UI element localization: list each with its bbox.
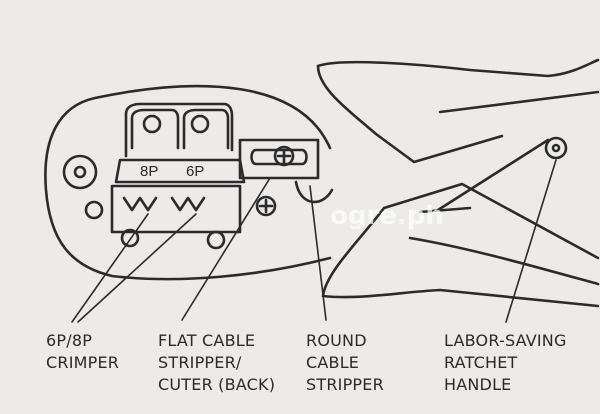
pivot-hole	[62, 154, 98, 190]
callout-ratchet-line-2: RATCHET	[444, 353, 518, 372]
die-label-band	[114, 158, 246, 184]
flat-stripper-blade	[238, 138, 320, 180]
round-stripper-notch	[294, 180, 334, 204]
flat-stripper-slot	[250, 148, 308, 166]
ratchet-spring	[418, 206, 472, 214]
die-teeth	[122, 196, 206, 212]
lower-handle-grip	[408, 236, 600, 286]
die-left-window	[130, 108, 180, 150]
die-label-8p: 8P	[140, 163, 158, 180]
callout-ratchet-line-3: HANDLE	[444, 375, 512, 394]
callout-crimper-line-1: 6P/8P	[46, 331, 93, 350]
screw-lower	[255, 195, 277, 217]
upper-handle	[316, 58, 600, 164]
die-right-window	[182, 108, 230, 150]
ratchet-pivot	[544, 136, 568, 160]
lower-handle	[321, 182, 600, 308]
ratchet-arm	[436, 138, 550, 212]
callout-flat-line-1: FLAT CABLE	[158, 331, 256, 350]
callout-flat-cable-stripper: FLAT CABLE STRIPPER/ CUTER (BACK)	[158, 330, 275, 396]
die-label-6p: 6P	[186, 163, 204, 180]
callout-round-line-2: CABLE	[306, 353, 360, 372]
callout-round-cable-stripper: ROUND CABLE STRIPPER	[306, 330, 384, 396]
die-lower-block	[110, 184, 242, 234]
die-top-block	[124, 102, 234, 158]
leader-crimper	[71, 213, 197, 323]
leader-flat-stripper	[181, 177, 271, 321]
upper-handle-grip	[438, 90, 600, 114]
leader-round-stripper	[309, 185, 327, 321]
callout-crimper: 6P/8P CRIMPER	[46, 330, 119, 374]
screw-upper	[273, 145, 295, 167]
watermark: ogre.ph	[330, 201, 444, 231]
callout-ratchet-line-1: LABOR-SAVING	[444, 331, 567, 350]
tool-head-outline	[44, 84, 332, 281]
callout-crimper-line-2: CRIMPER	[46, 353, 120, 372]
callout-flat-line-3: CUTER (BACK)	[158, 375, 276, 394]
callout-round-line-3: STRIPPER	[306, 375, 384, 394]
callout-ratchet-handle: LABOR-SAVING RATCHET HANDLE	[444, 330, 567, 396]
callout-round-line-1: ROUND	[306, 331, 367, 350]
callout-flat-line-2: STRIPPER/	[158, 353, 242, 372]
leader-ratchet-handle	[505, 159, 557, 323]
